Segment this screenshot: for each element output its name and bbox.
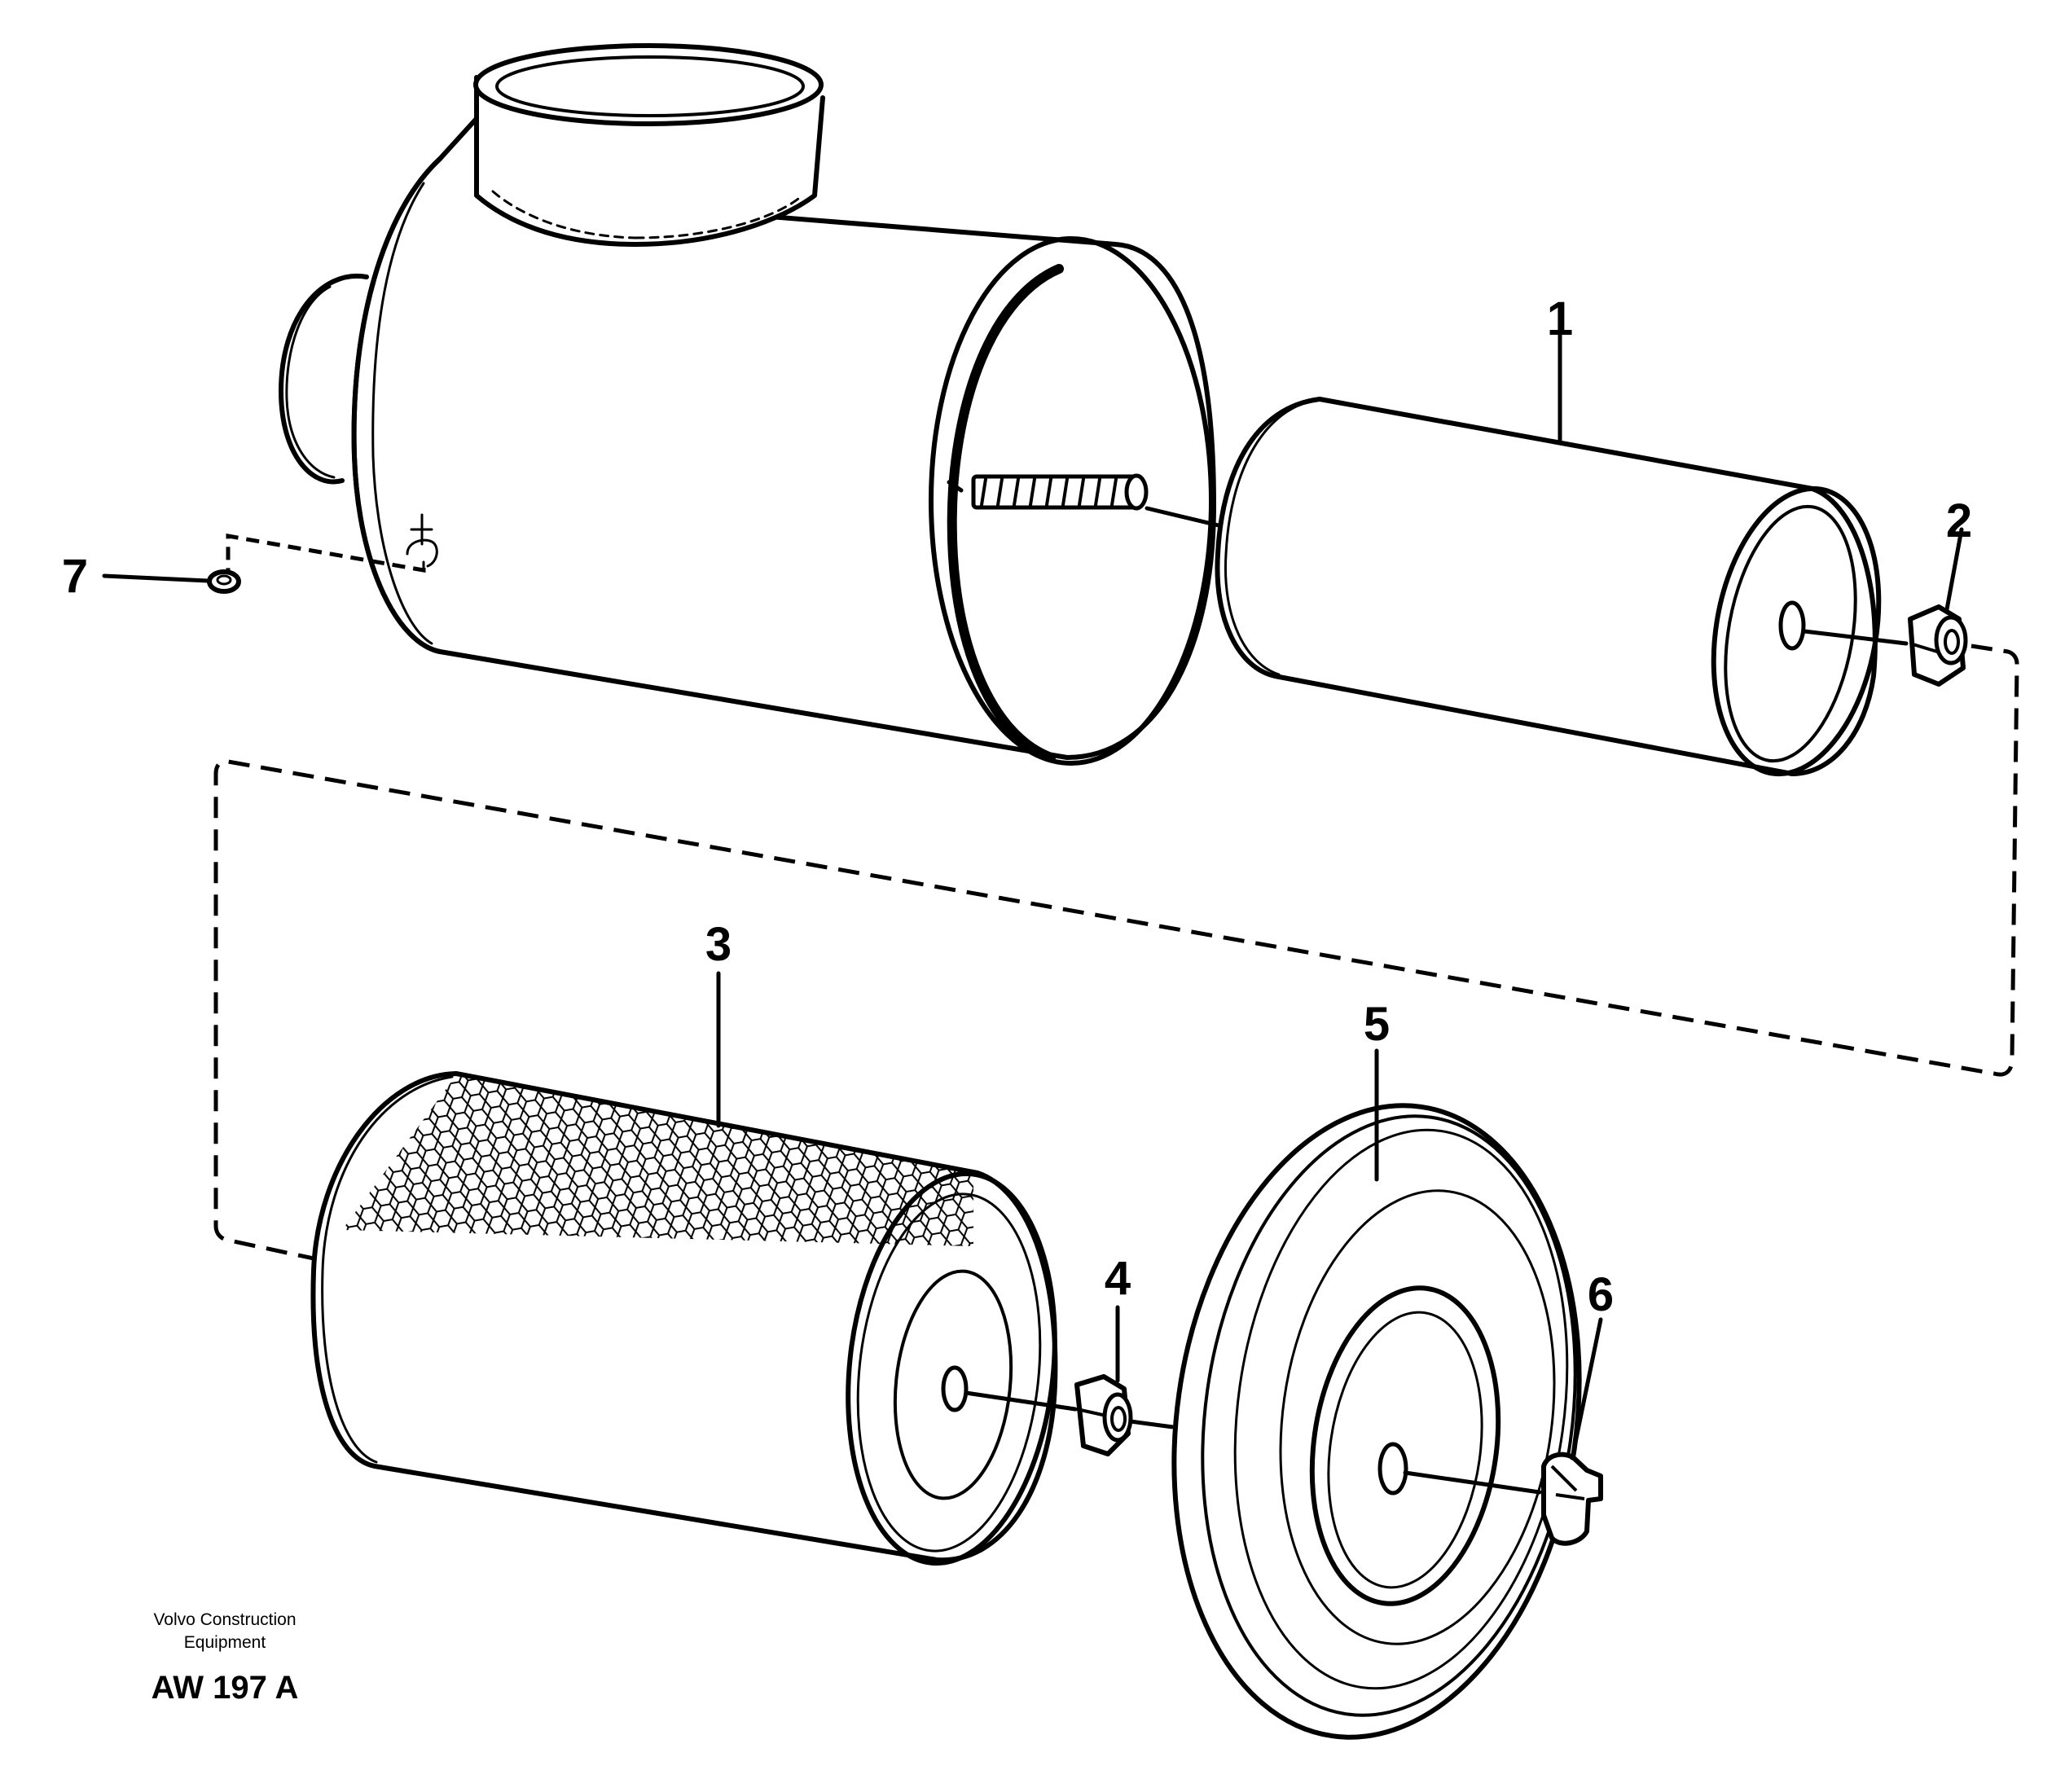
callout-leaders (102, 332, 1964, 1460)
manufacturer-name-line1: Volvo Construction (153, 1610, 297, 1629)
side-inlet (279, 273, 369, 485)
housing-open-end (929, 236, 1214, 766)
wing-nut-6 (1541, 1452, 1603, 1546)
callout-6: 6 (1587, 1268, 1615, 1321)
callout-1: 1 (1546, 292, 1574, 345)
callout-7: 7 (61, 550, 89, 603)
leader-7 (102, 573, 210, 583)
cover (1171, 1103, 1582, 1740)
threaded-rod (947, 473, 1224, 529)
outer-filter-hole (941, 1365, 969, 1412)
manufacturer-name-line2: Equipment (183, 1633, 266, 1652)
air-filter-housing (279, 43, 1224, 766)
assembly-line-main (213, 643, 2019, 1261)
callout-3: 3 (705, 918, 732, 971)
outer-filter-end (846, 1171, 1057, 1566)
cover-hole (1377, 1442, 1408, 1496)
inner-filter-end (1711, 485, 1882, 777)
callout-2: 2 (1945, 494, 1973, 547)
leader-6 (1570, 1317, 1603, 1460)
inner-filter-element (1215, 397, 1909, 777)
housing-seal-ring (947, 264, 1064, 762)
assembly-line-7 (226, 534, 426, 574)
callout-5: 5 (1363, 998, 1391, 1051)
callout-4: 4 (1104, 1252, 1131, 1305)
washer-7 (207, 569, 241, 594)
outlet-pipe-top (473, 43, 824, 126)
inner-filter-hole (1778, 600, 1806, 651)
outer-filter-element (310, 1071, 1078, 1566)
nut-4 (1074, 1374, 1174, 1456)
nut-2 (1908, 604, 1968, 687)
drawing-number: AW 197 A (151, 1670, 299, 1706)
leader-2 (1944, 527, 1964, 612)
